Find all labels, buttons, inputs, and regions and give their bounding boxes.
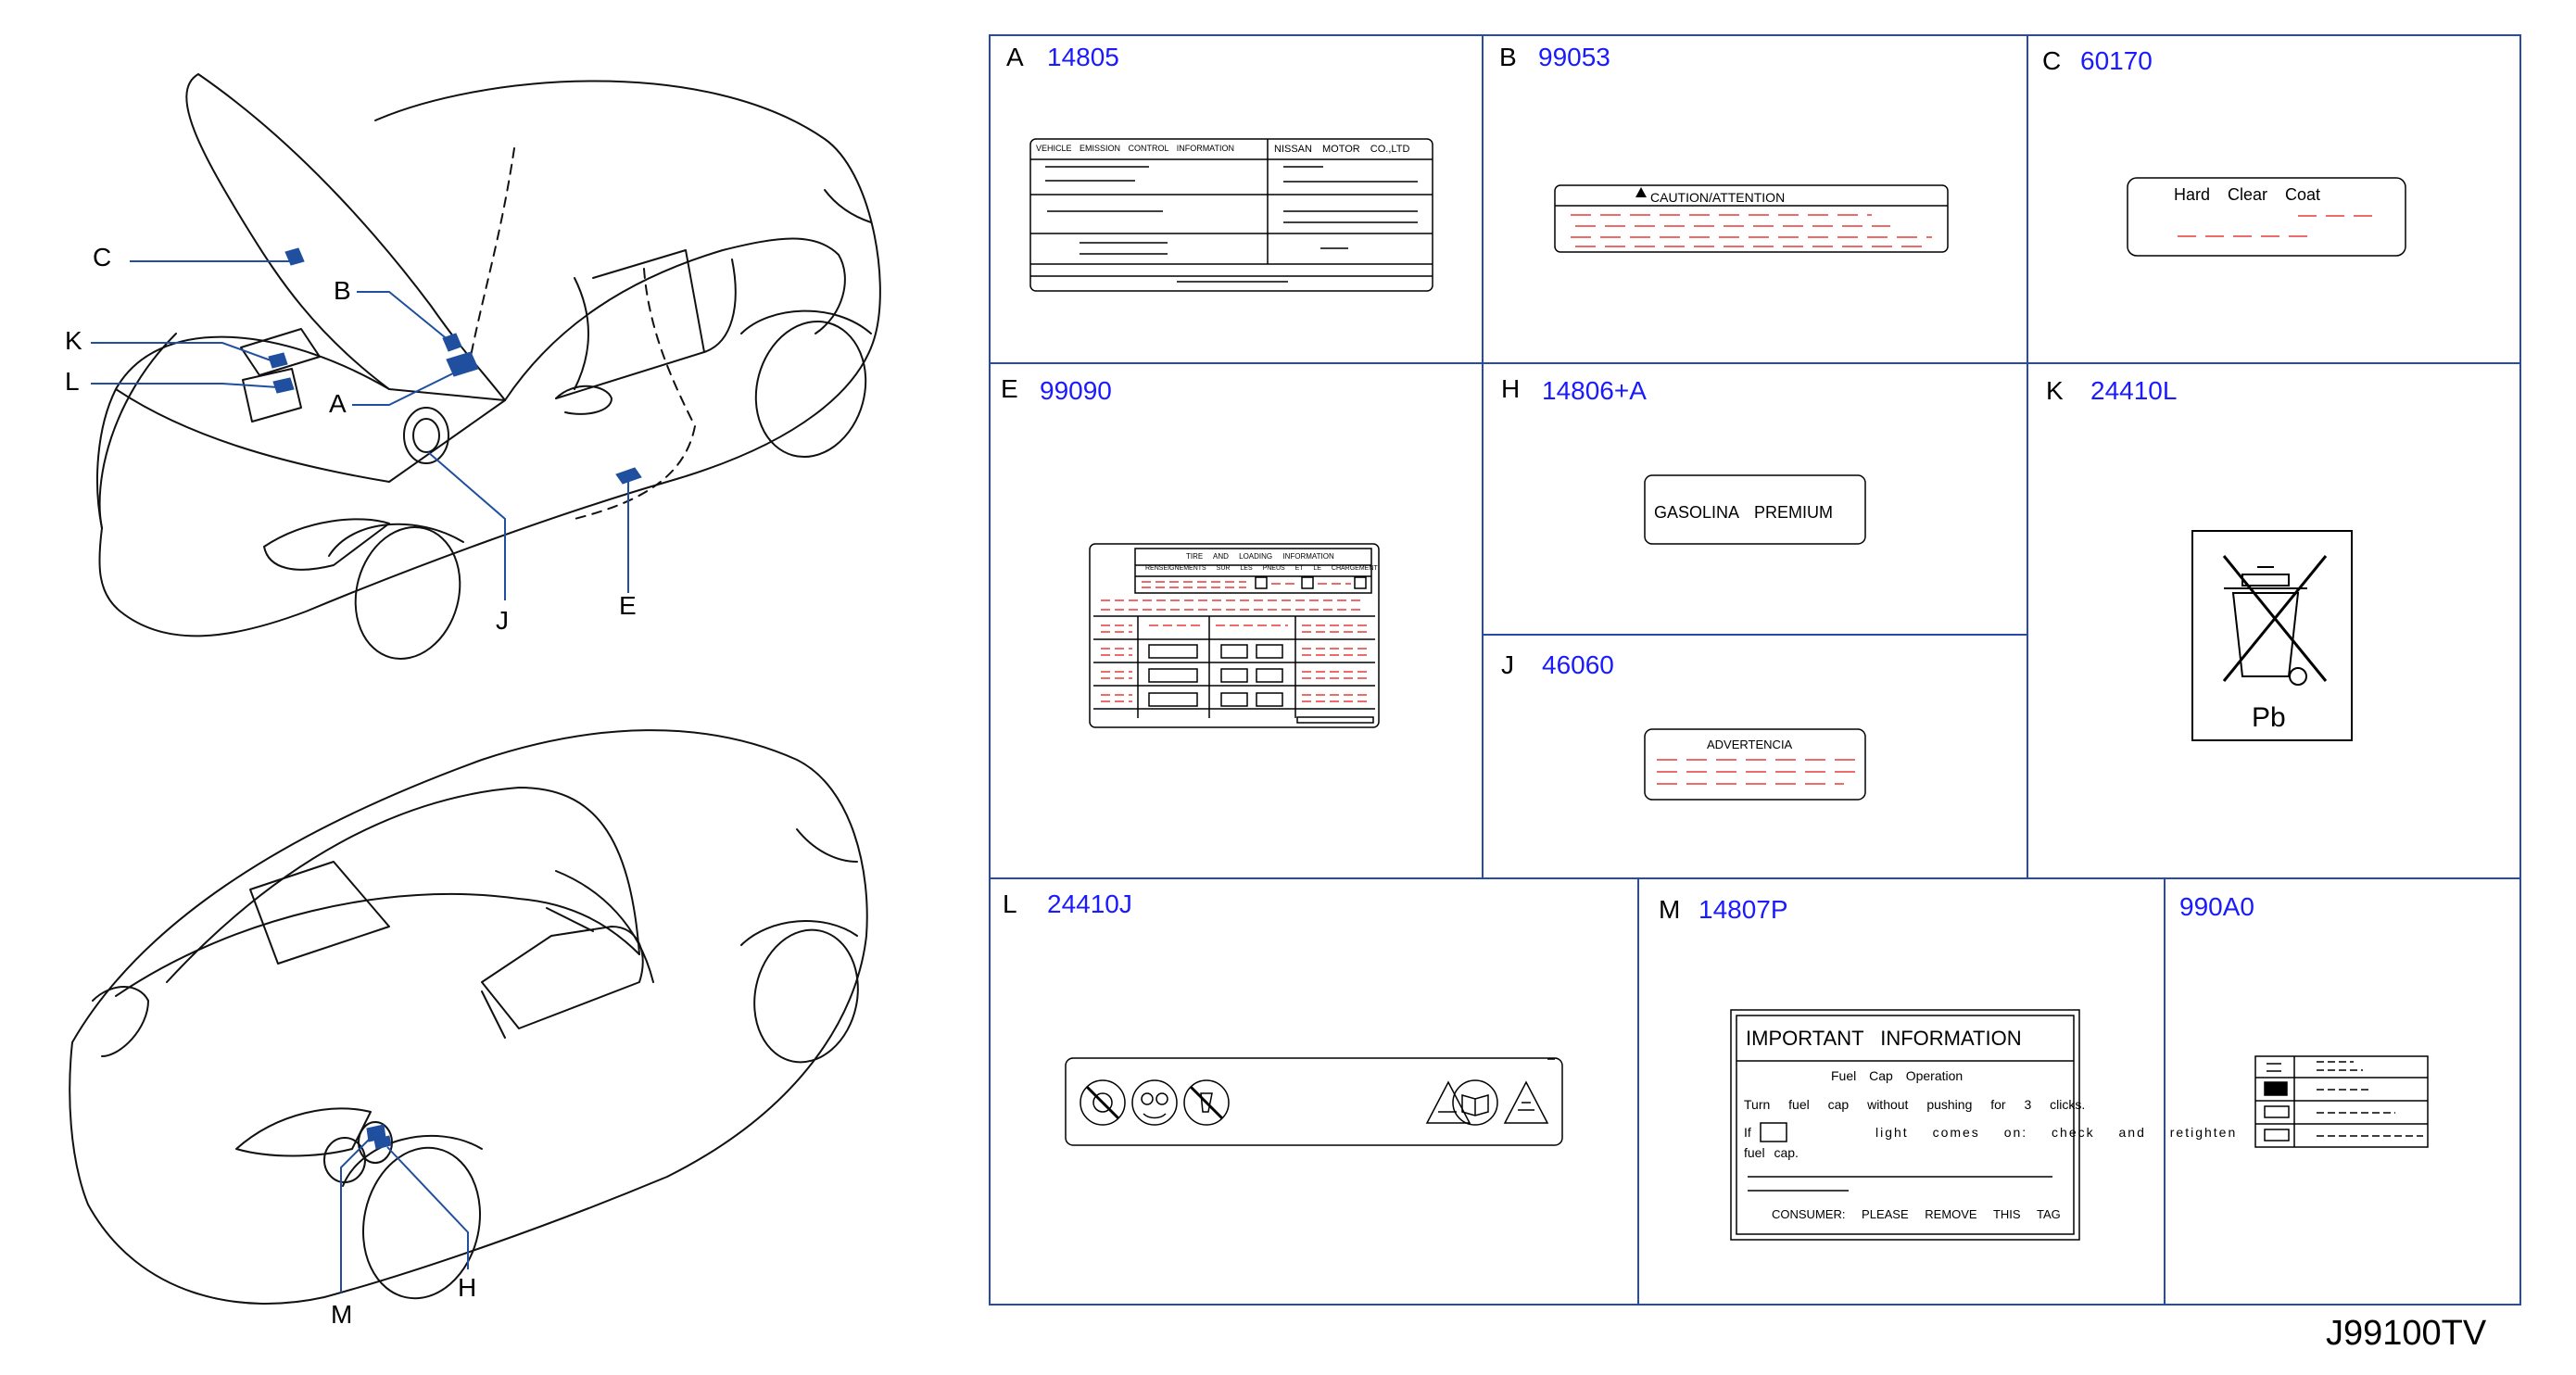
read-manual-icon: [1452, 1079, 1498, 1126]
sticker-markers-bottom: [366, 1124, 392, 1150]
important-info-label: [1730, 1009, 2080, 1241]
leader-lines-bottom: [340, 1139, 469, 1293]
cell-j-letter: J: [1501, 650, 1514, 679]
warning-lamp-box: [1760, 1122, 1787, 1142]
sticker-markers-top: [268, 247, 642, 485]
callout-j: J: [496, 606, 509, 635]
cell-990a0-part-number[interactable]: 990A0: [2179, 892, 2254, 921]
body-outline: [98, 80, 881, 637]
hood-raised: [185, 73, 506, 401]
consumer-remove-tag: CONSUMER: PLEASE REMOVE THIS TAG: [1772, 1207, 2061, 1221]
sticker-c: [284, 247, 305, 266]
sticker-h: [373, 1135, 392, 1150]
eye-protection-icon: [1131, 1079, 1178, 1126]
callout-b: B: [334, 276, 351, 305]
sticker-k: [268, 352, 288, 369]
cell-e-part-number[interactable]: 99090: [1040, 376, 1112, 405]
callout-h: H: [458, 1273, 477, 1302]
explosive-warning-icon: [1503, 1080, 1549, 1124]
callout-l: L: [65, 367, 80, 396]
cell-l-letter: L: [1003, 889, 1017, 918]
emission-label-left: VEHICLE EMISSION CONTROL INFORMATION: [1036, 144, 1235, 153]
sticker-e: [615, 467, 642, 485]
no-smoking-icon: [1080, 1079, 1126, 1126]
cell-m-letter: M: [1659, 895, 1681, 924]
sticker-b: [442, 333, 462, 352]
label-grid: [989, 34, 2521, 1306]
callout-k: K: [65, 326, 82, 355]
cell-j-part-number[interactable]: 46060: [1542, 650, 1614, 679]
cell-h-letter: H: [1501, 374, 1521, 403]
callout-c: C: [93, 243, 112, 271]
cell-k-letter: K: [2046, 376, 2064, 405]
cell-a-letter: A: [1006, 43, 1024, 71]
gasolina-premium-text: GASOLINA PREMIUM: [1654, 503, 1834, 522]
cell-c-letter: C: [2042, 46, 2062, 75]
car-top-illustration: [96, 73, 881, 660]
caution-title: CAUTION/ATTENTION: [1650, 190, 1786, 205]
callout-e: E: [619, 591, 637, 620]
battery-l: [242, 368, 302, 423]
fuel-cap-line1: Turn fuel cap without pushing for 3 clic…: [1744, 1097, 2086, 1112]
corrosive-warning-icon: [1425, 1080, 1471, 1124]
emission-label: [1029, 138, 1433, 292]
important-info-title: IMPORTANT INFORMATION: [1746, 1027, 2022, 1050]
tire-label-row1: TIRE AND LOADING INFORMATION: [1186, 552, 1334, 561]
cell-b-part-number[interactable]: 99053: [1538, 43, 1610, 71]
cell-e-letter: E: [1001, 374, 1018, 403]
pb-text: Pb: [2252, 702, 2286, 733]
fuel-cap-line2-a: If: [1744, 1125, 1751, 1140]
cell-m-part-number[interactable]: 14807P: [1698, 895, 1788, 924]
cell-h-part-number[interactable]: 14806+A: [1542, 376, 1647, 405]
leader-lines-top: [91, 260, 629, 600]
no-children-icon: [1183, 1079, 1230, 1126]
car-bottom-illustration: [69, 729, 868, 1305]
tire-label: [1089, 543, 1380, 728]
fuel-cap-operation: Fuel Cap Operation: [1831, 1068, 1964, 1083]
gasolina-label-box: [1644, 474, 1866, 545]
callout-m: M: [331, 1300, 353, 1329]
battery-warning-label: [1065, 1057, 1563, 1146]
crossed-bin-icon: [2191, 530, 2353, 741]
cell-l-part-number[interactable]: 24410J: [1047, 889, 1132, 918]
tire-label-row2: RENSEIGNEMENTS SUR LES PNEUS ET LE CHARG…: [1145, 565, 1378, 572]
callout-a: A: [329, 389, 347, 418]
emission-label-right: NISSAN MOTOR CO.,LTD: [1274, 144, 1410, 155]
cell-b-letter: B: [1499, 43, 1517, 71]
advertencia-label: [1644, 728, 1866, 801]
hard-clear-coat-text: Hard Clear Coat: [2174, 185, 2321, 204]
advertencia-title: ADVERTENCIA: [1707, 738, 1793, 751]
reservoir-k: [240, 328, 321, 376]
fuel-cap-line3: fuel cap.: [1744, 1145, 1799, 1160]
symbol-chart-label: [2254, 1055, 2429, 1148]
sticker-l: [272, 377, 295, 394]
diagram-code: J99100TV: [2326, 1314, 2487, 1353]
hard-clear-coat-label: [2127, 177, 2406, 257]
cell-k-part-number[interactable]: 24410L: [2090, 376, 2178, 405]
cell-c-part-number[interactable]: 60170: [2080, 46, 2153, 75]
cell-a-part-number[interactable]: 14805: [1047, 43, 1119, 71]
caution-label: [1554, 184, 1949, 253]
fuel-cap-line2-b: light comes on: check and retighten: [1875, 1125, 2238, 1140]
sticker-a: [446, 351, 479, 377]
